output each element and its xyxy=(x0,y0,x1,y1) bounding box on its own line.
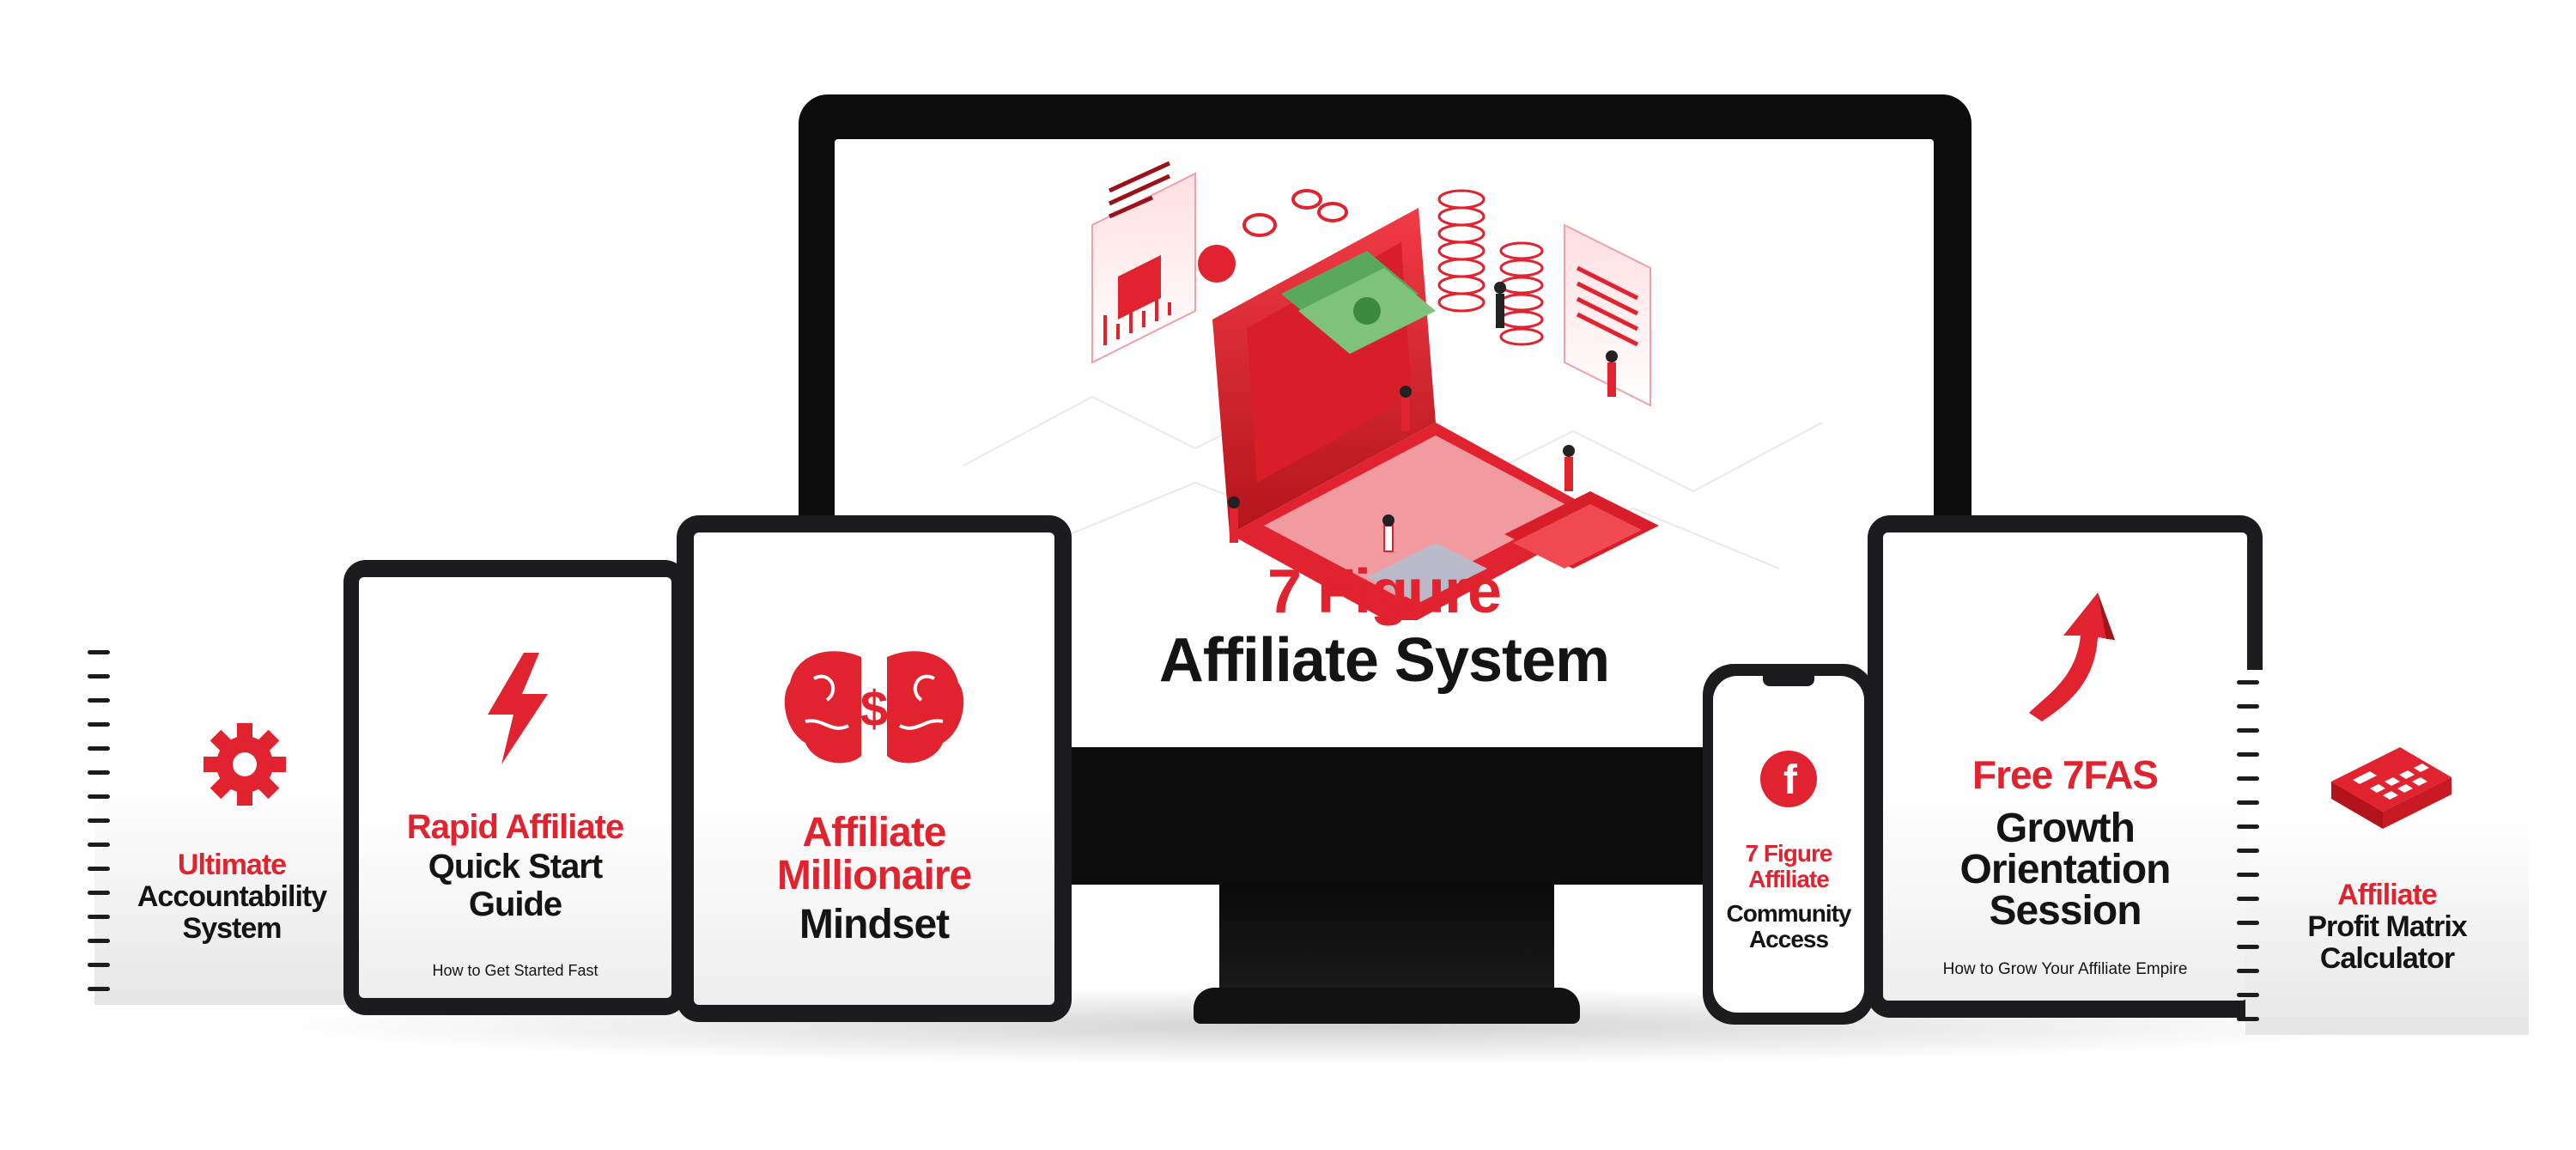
quickstart-subtitle: How to Get Started Fast xyxy=(432,962,598,979)
phone-title-line3: Community xyxy=(1726,900,1852,927)
phone-screen: f 7 Figure Affiliate Community Access xyxy=(1713,676,1864,1013)
facebook-logo-icon: f xyxy=(1760,751,1817,807)
phone-title-line4: Access xyxy=(1748,926,1829,952)
notebook-profit-matrix: Affiliate Profit Matrix Calculator xyxy=(2237,670,2529,1035)
quickstart-title-line2: Quick Start xyxy=(428,848,603,885)
gear-icon xyxy=(204,723,286,806)
calculator-icon xyxy=(2331,747,2451,829)
svg-text:$: $ xyxy=(860,681,888,737)
phone-title-line2: Affiliate xyxy=(1748,866,1830,892)
phone-notch xyxy=(1763,676,1814,686)
document-board-icon xyxy=(1564,223,1651,407)
arrow-up-icon xyxy=(2029,593,2115,721)
notebook-right-line3: Calculator xyxy=(2319,942,2455,975)
people-figures-icon xyxy=(1228,282,1618,552)
growth-title-line4: Session xyxy=(1989,888,2142,934)
svg-text:f: f xyxy=(1783,758,1798,803)
growth-subtitle: How to Grow Your Affiliate Empire xyxy=(1942,960,2188,978)
growth-title-red: Free 7FAS xyxy=(1972,752,2159,797)
tablet-mindset-screen: $ Affiliate Millionaire Mindset xyxy=(694,532,1054,1005)
card-icon xyxy=(1504,491,1659,569)
chart-board-icon xyxy=(1091,161,1236,364)
quickstart-title-red: Rapid Affiliate xyxy=(406,808,624,846)
mindset-title-line2: Millionaire xyxy=(776,853,972,898)
tablet-quickstart-screen: Rapid Affiliate Quick Start Guide How to… xyxy=(359,577,671,998)
tablet-growth-screen: Free 7FAS Growth Orientation Session How… xyxy=(1883,532,2247,1001)
money-bills-icon xyxy=(1281,251,1436,354)
phone-title-line1: 7 Figure xyxy=(1745,840,1833,867)
lightning-icon xyxy=(488,653,548,764)
notebook-left-line1: Ultimate xyxy=(177,849,287,881)
monitor-title-main: Affiliate System xyxy=(1158,626,1610,695)
growth-title-line3: Orientation xyxy=(1959,847,2171,892)
monitor-title-red: 7 Figure xyxy=(1267,557,1502,626)
quickstart-title-line3: Guide xyxy=(468,885,562,923)
laptop-money-illustration xyxy=(963,161,1823,620)
notebook-right-line2: Profit Matrix xyxy=(2307,910,2467,943)
notebook-left-line3: System xyxy=(182,912,283,945)
monitor-foot xyxy=(1194,988,1580,1024)
coin-icon xyxy=(1242,189,1348,237)
notebook-right-line1: Affiliate xyxy=(2337,879,2438,911)
brain-dollar-icon: $ xyxy=(784,651,964,764)
mindset-title-line1: Affiliate xyxy=(802,810,946,855)
growth-title-line2: Growth xyxy=(1996,806,2136,851)
mindset-title-line3: Mindset xyxy=(799,902,950,947)
coin-stack-icon xyxy=(1437,189,1544,346)
notebook-left-line2: Accountability xyxy=(137,880,327,913)
